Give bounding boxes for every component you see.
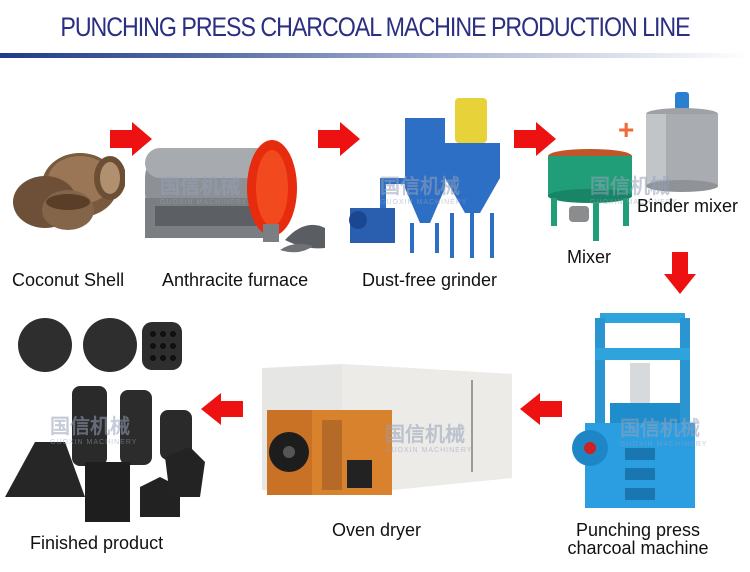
anthracite-furnace-image — [145, 140, 325, 253]
mixer-label: Mixer — [567, 247, 611, 267]
oven-dryer-image — [262, 364, 512, 495]
arrow-right-icon — [318, 122, 360, 156]
arrow-left-icon — [201, 393, 243, 425]
punching-press-image — [572, 313, 695, 508]
plus-icon: + — [618, 114, 635, 145]
arrow-left-icon — [520, 393, 562, 425]
finished-product-image — [5, 318, 205, 522]
binder-mixer-image — [646, 92, 718, 192]
punching-press-label-line1: Punching press — [575, 520, 701, 540]
dust-free-grinder-label: Dust-free grinder — [362, 270, 498, 290]
title-divider — [0, 53, 750, 58]
arrow-right-icon — [514, 122, 556, 156]
anthracite-furnace-label: Anthracite furnace — [162, 270, 309, 290]
punching-press-label: Punching press charcoal machine — [548, 521, 728, 557]
page-title: PUNCHING PRESS CHARCOAL MACHINE PRODUCTI… — [60, 12, 690, 42]
coconut-shell-label: Coconut Shell — [12, 270, 125, 290]
mixer-image — [548, 149, 632, 241]
finished-product-label: Finished product — [30, 533, 164, 553]
punching-press-label-line2: charcoal machine — [567, 538, 709, 558]
binder-mixer-label: Binder mixer — [637, 196, 739, 216]
arrow-down-icon — [664, 252, 696, 294]
dust-free-grinder-image — [349, 98, 500, 258]
arrow-right-icon — [110, 122, 152, 156]
coconut-shell-image — [13, 153, 125, 230]
oven-dryer-label: Oven dryer — [332, 520, 422, 540]
